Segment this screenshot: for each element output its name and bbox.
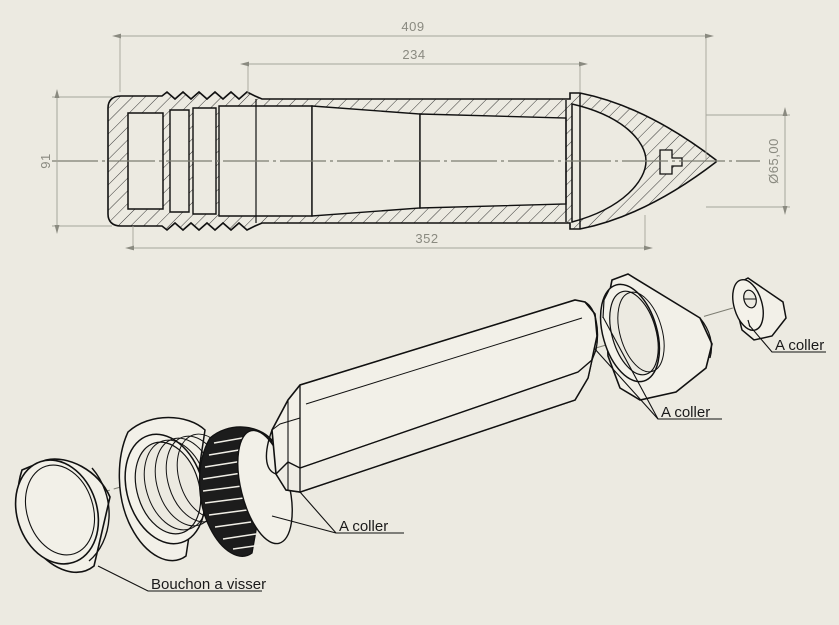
body-rear-shoulder — [265, 429, 277, 475]
body-facet-line-low — [299, 371, 579, 469]
dim-label-body-length: 352 — [415, 231, 438, 246]
nose-cone-mouth-inner — [609, 290, 659, 376]
nose-cone-tip-edge — [699, 317, 713, 359]
body-facet-line-mid — [305, 317, 583, 405]
nose-tip-notch — [659, 149, 683, 175]
tip-cap — [732, 277, 787, 341]
leader-body-glue-b — [271, 515, 337, 534]
thread-opening-inner — [134, 441, 202, 535]
leader-cone-glue-b — [593, 347, 659, 420]
screw-cap-rim — [24, 464, 96, 556]
threaded-neck — [118, 416, 236, 562]
annotation-screw-cap: Bouchon a visser — [151, 576, 266, 593]
body-lower-face — [275, 358, 594, 493]
annotation-cone-glue: A coller — [661, 404, 710, 421]
dim-label-height: 91 — [38, 153, 53, 168]
annotation-tip-glue: A coller — [775, 337, 824, 354]
nose-cone-mouth-lip — [617, 291, 665, 373]
dim-label-diameter: Ø65,00 — [766, 138, 781, 184]
section-view — [52, 90, 760, 232]
screw-cap-face — [14, 459, 100, 565]
screw-cap — [14, 458, 111, 574]
isometric-exploded-view: A coller A coller A coller Bouchon a vis… — [14, 273, 826, 593]
nose-cone-notch — [602, 289, 610, 319]
knurled-ring — [198, 426, 293, 557]
screw-cap-side-edge — [88, 467, 110, 562]
main-body — [265, 299, 599, 493]
annotation-body-glue: A coller — [339, 518, 388, 535]
annotation-group: A coller A coller A coller Bouchon a vis… — [97, 316, 826, 593]
dim-label-mid-length: 234 — [402, 47, 425, 62]
body-rear-chamfer — [271, 417, 301, 431]
leader-screw-cap — [97, 565, 262, 592]
nose-cone — [599, 273, 713, 401]
body-facet-line-top — [299, 299, 576, 386]
dimension-group: 409 234 352 91 Ø65,00 — [38, 19, 790, 251]
dim-label-overall-length: 409 — [401, 19, 424, 34]
leader-tip-glue — [748, 324, 826, 353]
